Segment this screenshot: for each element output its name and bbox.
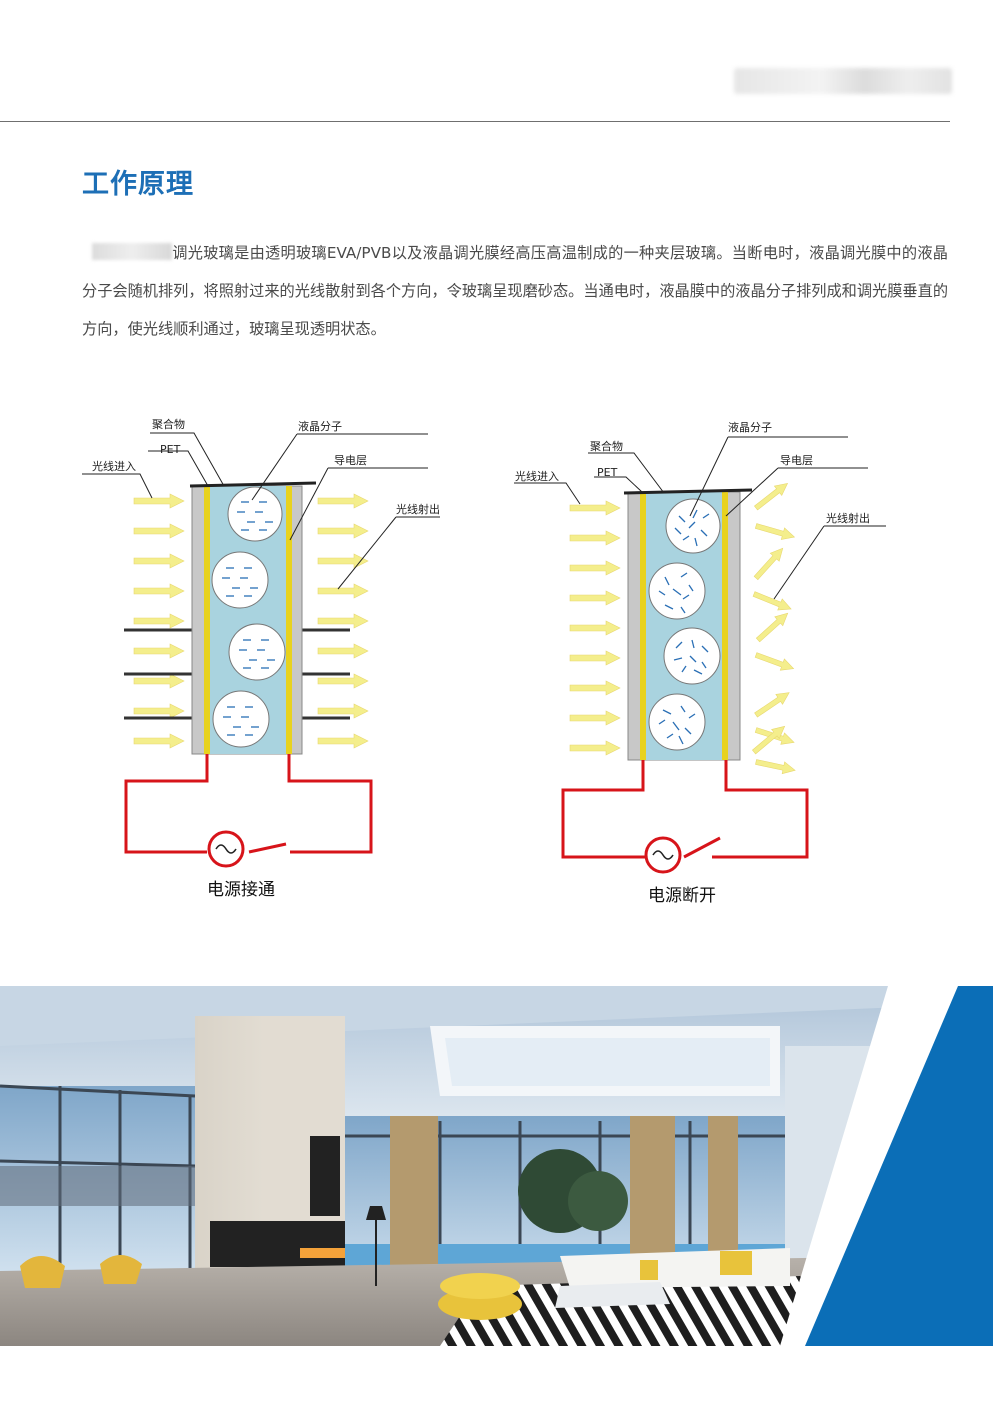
light-out-arrows-left [317,493,369,749]
circuit-right [561,760,809,859]
label-pet-left: PET [160,443,181,456]
leader-lines-right [514,436,886,600]
power-source-left [207,830,245,868]
diagram-power-off: 聚合物 PET 液晶分子 导电层 光线进入 光线射出 电源断开 [514,420,886,906]
diagram-power-on: 聚合物 PET 液晶分子 导电层 光线进入 光线射出 电源接通 [82,417,440,900]
working-principle-diagram: 聚合物 PET 液晶分子 导电层 光线进入 光线射出 电源接通 [82,417,886,906]
header-blurred-logo [734,68,952,94]
page-title: 工作原理 [82,169,194,200]
blue-accent-band [805,986,993,1346]
blurred-brand-name [92,243,172,260]
label-light-out-right: 光线射出 [826,511,870,525]
circuit-left [124,754,373,854]
label-polymer-left: 聚合物 [152,417,185,431]
light-in-arrows-left [133,493,185,749]
guide-lines-left [124,628,350,720]
lc-molecules-random [648,498,721,751]
living-room-photo [0,986,993,1346]
label-pet-right: PET [597,466,618,479]
label-lc-molecule-left: 液晶分子 [298,419,342,433]
lc-molecules-aligned [211,486,286,748]
label-polymer-right: 聚合物 [590,439,623,453]
header-divider [0,121,950,122]
leader-lines-left [82,432,440,590]
intro-text: 调光玻璃是由透明玻璃EVA/PVB以及液晶调光膜经高压高温制成的一种夹层玻璃。当… [82,244,948,338]
light-out-scattered-arrows [749,478,797,777]
label-light-in-left: 光线进入 [92,459,136,473]
label-conductive-left: 导电层 [334,454,367,467]
label-conductive-right: 导电层 [780,454,813,467]
caption-power-off: 电源断开 [648,886,716,906]
label-light-out-left: 光线射出 [396,502,440,516]
caption-power-on: 电源接通 [207,880,275,900]
label-light-in-right: 光线进入 [515,469,559,483]
light-in-arrows-right [569,500,621,756]
power-source-right [644,836,682,874]
intro-paragraph: 调光玻璃是由透明玻璃EVA/PVB以及液晶调光膜经高压高温制成的一种夹层玻璃。当… [82,234,948,348]
label-lc-molecule-right: 液晶分子 [728,420,772,434]
